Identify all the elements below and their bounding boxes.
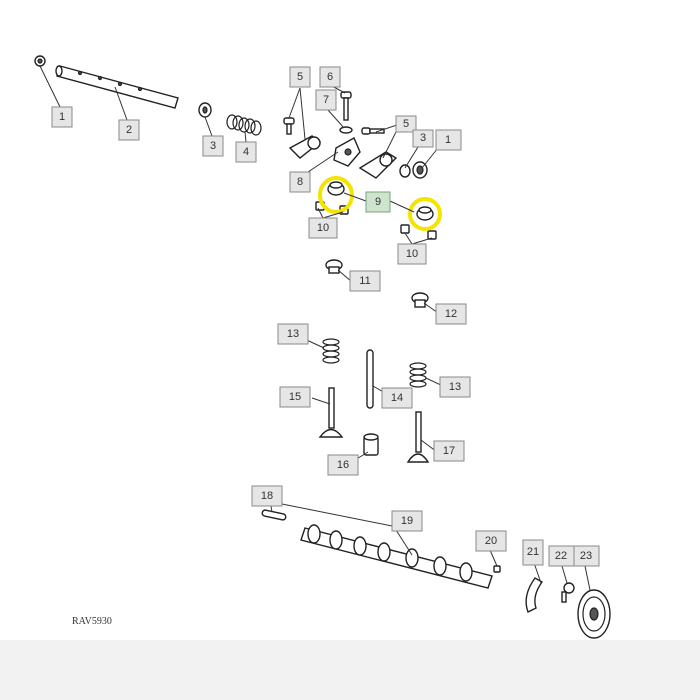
- callout-label: 17: [443, 445, 455, 457]
- part-10-collets-right: [400, 224, 437, 240]
- callout-22: 22: [548, 545, 575, 567]
- part-5-bolt-right: [361, 127, 385, 135]
- part-9-tappet-right: [416, 206, 434, 221]
- part-2-rocker-shaft: [55, 65, 179, 109]
- callout-23: 23: [573, 545, 600, 567]
- reference-code: RAV5930: [72, 616, 112, 627]
- callout-10b: 10: [397, 243, 427, 265]
- callout-15: 15: [279, 386, 311, 408]
- part-12-valve-seal: [411, 292, 429, 308]
- callout-5b: 5: [395, 115, 417, 133]
- callout-7: 7: [315, 89, 337, 111]
- callout-3a: 3: [202, 135, 224, 157]
- callout-label: 13: [287, 328, 299, 340]
- callout-label: 1: [445, 134, 451, 146]
- bottom-band: [0, 640, 700, 700]
- callout-1a: 1: [51, 106, 73, 128]
- callout-16: 16: [327, 454, 359, 476]
- callout-20: 20: [475, 530, 507, 552]
- callout-14: 14: [381, 387, 413, 409]
- highlight-circle-left: [318, 176, 354, 214]
- callout-2: 2: [118, 119, 140, 141]
- callout-10a: 10: [308, 217, 338, 239]
- callout-5a: 5: [289, 66, 311, 88]
- part-16-cam-follower: [363, 433, 379, 456]
- part-4-spring: [226, 114, 262, 136]
- part-19-camshaft: [300, 524, 493, 589]
- callout-12: 12: [435, 303, 467, 325]
- callout-3b: 3: [412, 129, 434, 148]
- callout-13b: 13: [439, 376, 471, 398]
- callout-label: 8: [297, 176, 303, 188]
- callout-label: 10: [406, 248, 418, 260]
- callout-label: 4: [243, 146, 249, 158]
- callout-label: 15: [289, 391, 301, 403]
- part-17-valve-right: [406, 411, 430, 463]
- callout-4: 4: [235, 141, 257, 163]
- callout-label: 13: [449, 381, 461, 393]
- callout-label: 2: [126, 124, 132, 136]
- callout-label: 16: [337, 459, 349, 471]
- callout-label: 19: [401, 515, 413, 527]
- callout-label: 21: [527, 546, 539, 558]
- part-7-washer: [339, 126, 353, 134]
- callout-label: 10: [317, 222, 329, 234]
- callout-label: 23: [580, 550, 592, 562]
- callout-6: 6: [319, 66, 341, 88]
- callout-label: 9: [375, 196, 381, 208]
- callout-17: 17: [433, 440, 465, 462]
- part-5-bolt-left: [283, 117, 295, 135]
- callout-label: 7: [323, 94, 329, 106]
- part-21-thrust-plate: [525, 577, 544, 613]
- part-11-valve-seal: [325, 259, 343, 274]
- part-15-valve-left: [318, 387, 344, 438]
- callout-8: 8: [289, 171, 311, 193]
- part-3-washer-right: [399, 164, 411, 178]
- callout-label: 6: [327, 71, 333, 83]
- part-6-bolt: [340, 91, 352, 121]
- rocker-arm-left: [288, 135, 322, 159]
- callout-1b: 1: [435, 129, 462, 151]
- callout-label: 5: [403, 118, 409, 130]
- part-9-tappet-left: [327, 181, 345, 196]
- rocker-arm-right: [358, 151, 398, 179]
- part-22-bolt: [561, 582, 575, 603]
- callout-13a: 13: [277, 323, 309, 345]
- callout-9: 9: [365, 191, 391, 213]
- part-1-plug: [34, 55, 46, 67]
- part-14-pushrod: [366, 349, 374, 409]
- callout-19: 19: [391, 510, 423, 532]
- callout-label: 22: [555, 550, 567, 562]
- part-8-pedestal: [333, 137, 361, 167]
- callout-label: 3: [420, 132, 426, 144]
- callout-label: 12: [445, 308, 457, 320]
- part-23-camshaft-gear: [577, 589, 611, 639]
- callout-label: 11: [359, 275, 370, 287]
- callout-11: 11: [349, 270, 381, 292]
- callout-21: 21: [522, 539, 544, 566]
- part-20-pin: [493, 565, 501, 573]
- callout-label: 5: [297, 71, 303, 83]
- callout-label: 1: [59, 111, 65, 123]
- callout-label: 18: [261, 490, 273, 502]
- part-13-valve-spring-right: [409, 362, 427, 388]
- callout-label: 3: [210, 140, 216, 152]
- part-13-valve-spring-left: [322, 338, 340, 364]
- part-18-dowel: [261, 509, 287, 521]
- callout-label: 20: [485, 535, 497, 547]
- callout-18: 18: [251, 485, 283, 507]
- callout-label: 14: [391, 392, 403, 404]
- highlight-circle-right: [408, 197, 442, 231]
- part-3-washer: [198, 102, 212, 118]
